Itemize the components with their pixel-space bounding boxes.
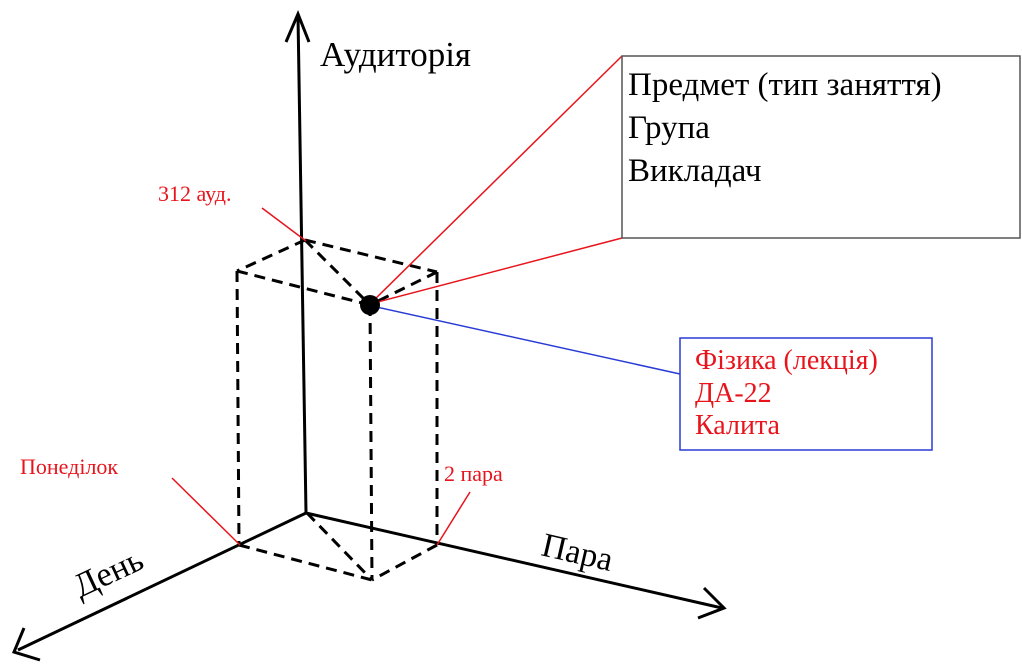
template-line-subject: Предмет (тип заняття) xyxy=(628,67,942,103)
day-marker-label: Понеділок xyxy=(20,454,118,479)
example-line-group: ДА-22 xyxy=(695,378,772,409)
day-marker-leader xyxy=(171,477,241,546)
template-line-teacher: Викладач xyxy=(628,153,762,189)
lesson-point xyxy=(360,295,380,315)
pair-axis-arrowhead xyxy=(697,586,727,620)
example-connector xyxy=(371,305,681,375)
example-line-teacher: Калита xyxy=(695,410,781,441)
room-marker-leader xyxy=(261,207,307,242)
pair-marker-leader xyxy=(436,491,471,546)
template-line-group: Група xyxy=(628,110,710,146)
auditorium-axis-label: Аудиторія xyxy=(320,35,471,74)
auditorium-axis-arrowhead xyxy=(284,10,311,43)
room-marker-label: 312 ауд. xyxy=(158,181,231,206)
auditorium-axis xyxy=(296,15,308,514)
pair-marker-label: 2 пара xyxy=(444,461,503,486)
template-connector-bottom xyxy=(369,237,623,305)
selection-prism xyxy=(235,238,439,582)
template-connector-top xyxy=(369,55,623,305)
pair-axis xyxy=(305,511,723,610)
example-box xyxy=(679,337,933,451)
example-line-subject: Фізика (лекція) xyxy=(695,345,878,376)
day-axis-label: День xyxy=(68,541,149,605)
template-box xyxy=(621,55,1021,239)
day-axis xyxy=(17,511,307,652)
pair-axis-label: Пара xyxy=(538,527,616,579)
day-axis-arrowhead xyxy=(11,627,41,662)
